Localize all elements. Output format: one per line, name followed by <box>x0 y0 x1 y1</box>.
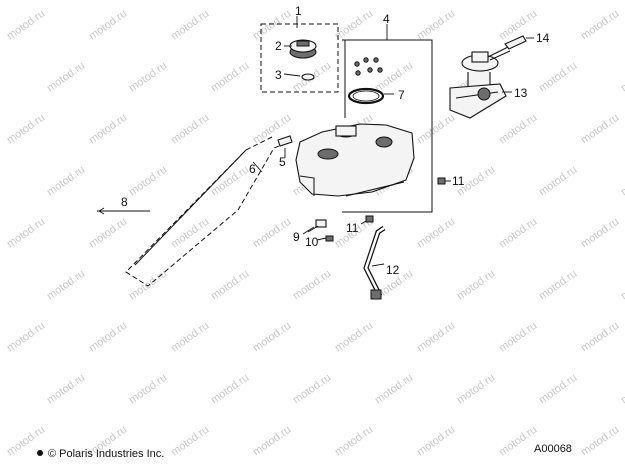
watermark-text-63: motod.ru <box>619 372 625 407</box>
cap-gasket-part <box>301 73 315 81</box>
watermark-text-4: motod.ru <box>333 8 375 43</box>
callout-8: 8 <box>121 195 128 209</box>
watermark-text-46: motod.ru <box>537 268 579 303</box>
watermark-text-7: motod.ru <box>579 8 621 43</box>
callout-4: 4 <box>383 12 390 26</box>
callout-9: 9 <box>293 230 300 244</box>
callout-10: 10 <box>305 235 319 249</box>
bolt-9-part <box>307 219 327 233</box>
watermark-text-40: motod.ru <box>45 268 87 303</box>
watermark-text-67: motod.ru <box>251 424 293 459</box>
watermark-text-15: motod.ru <box>619 60 625 95</box>
watermark-text-69: motod.ru <box>415 424 457 459</box>
watermark-text-39: motod.ru <box>579 216 621 251</box>
watermark-text-61: motod.ru <box>455 372 497 407</box>
watermark-text-41: motod.ru <box>127 268 169 303</box>
pump-clip-part <box>504 35 527 50</box>
copyright-dot-icon <box>37 450 43 456</box>
group-box-cap <box>260 23 339 93</box>
watermark-text-37: motod.ru <box>415 216 457 251</box>
copyright-text: © Polaris Industries Inc. <box>48 448 164 460</box>
watermark-text-1: motod.ru <box>87 8 129 43</box>
watermark-text-35: motod.ru <box>251 216 293 251</box>
o-ring-part <box>347 87 385 105</box>
callout-7: 7 <box>398 88 405 102</box>
fuel-tank-part <box>295 123 415 197</box>
watermark-text-52: motod.ru <box>333 320 375 355</box>
watermark-text-62: motod.ru <box>537 372 579 407</box>
washer-part <box>325 235 334 242</box>
vent-hose-part <box>125 136 285 287</box>
watermark-text-5: motod.ru <box>415 8 457 43</box>
watermark-text-30: motod.ru <box>537 164 579 199</box>
watermark-text-51: motod.ru <box>251 320 293 355</box>
fitting-part <box>277 135 293 147</box>
watermark-text-49: motod.ru <box>87 320 129 355</box>
watermark-text-56: motod.ru <box>45 372 87 407</box>
watermark-text-59: motod.ru <box>291 372 333 407</box>
bolt-lower-part <box>365 215 374 223</box>
watermark-text-16: motod.ru <box>5 112 47 147</box>
watermark-text-53: motod.ru <box>415 320 457 355</box>
watermark-text-17: motod.ru <box>87 112 129 147</box>
watermark-text-2: motod.ru <box>169 8 211 43</box>
watermark-text-55: motod.ru <box>579 320 621 355</box>
watermark-text-10: motod.ru <box>209 60 251 95</box>
watermark-text-47: motod.ru <box>619 268 625 303</box>
watermark-text-24: motod.ru <box>45 164 87 199</box>
watermark-text-14: motod.ru <box>537 60 579 95</box>
callout-11-upper: 11 <box>452 174 465 188</box>
watermark-text-48: motod.ru <box>5 320 47 355</box>
fuel-line-part <box>363 225 386 300</box>
watermark-text-18: motod.ru <box>169 112 211 147</box>
watermark-text-60: motod.ru <box>373 372 415 407</box>
callout-2: 2 <box>275 39 282 53</box>
watermark-text-68: motod.ru <box>333 424 375 459</box>
watermark-text-23: motod.ru <box>579 112 621 147</box>
callout-5: 5 <box>279 155 286 169</box>
bolt-upper-part <box>437 177 446 185</box>
watermark-text-12: motod.ru <box>373 60 415 95</box>
fuel-pump-part <box>449 46 511 119</box>
callout-6: 6 <box>249 162 256 176</box>
callout-13: 13 <box>514 86 528 100</box>
watermark-text-43: motod.ru <box>291 268 333 303</box>
watermark-text-66: motod.ru <box>169 424 211 459</box>
watermark-text-0: motod.ru <box>5 8 47 43</box>
watermark-text-57: motod.ru <box>127 372 169 407</box>
callout-1: 1 <box>295 4 302 18</box>
watermark-text-54: motod.ru <box>497 320 539 355</box>
watermark-text-38: motod.ru <box>497 216 539 251</box>
watermark-text-32: motod.ru <box>5 216 47 251</box>
watermark-text-8: motod.ru <box>45 60 87 95</box>
fuel-cap-part <box>289 39 317 59</box>
watermark-text-50: motod.ru <box>169 320 211 355</box>
callout-14: 14 <box>536 31 550 45</box>
callout-11-lower: 11 <box>346 221 359 235</box>
watermark-text-21: motod.ru <box>415 112 457 147</box>
watermark-text-34: motod.ru <box>169 216 211 251</box>
watermark-text-3: motod.ru <box>251 8 293 43</box>
watermark-text-33: motod.ru <box>87 216 129 251</box>
watermark-text-71: motod.ru <box>579 424 621 459</box>
watermark-text-25: motod.ru <box>127 164 169 199</box>
watermark-text-42: motod.ru <box>209 268 251 303</box>
tank-screws-part <box>354 57 383 76</box>
watermark-text-6: motod.ru <box>497 8 539 43</box>
watermark-text-9: motod.ru <box>127 60 169 95</box>
watermark-text-31: motod.ru <box>619 164 625 199</box>
watermark-text-58: motod.ru <box>209 372 251 407</box>
callout-12: 12 <box>386 263 400 277</box>
watermark-text-70: motod.ru <box>497 424 539 459</box>
figure-id: A00068 <box>534 443 572 455</box>
watermark-text-45: motod.ru <box>455 268 497 303</box>
leader-lines <box>97 16 534 267</box>
callout-3: 3 <box>275 68 282 82</box>
watermark-text-22: motod.ru <box>497 112 539 147</box>
